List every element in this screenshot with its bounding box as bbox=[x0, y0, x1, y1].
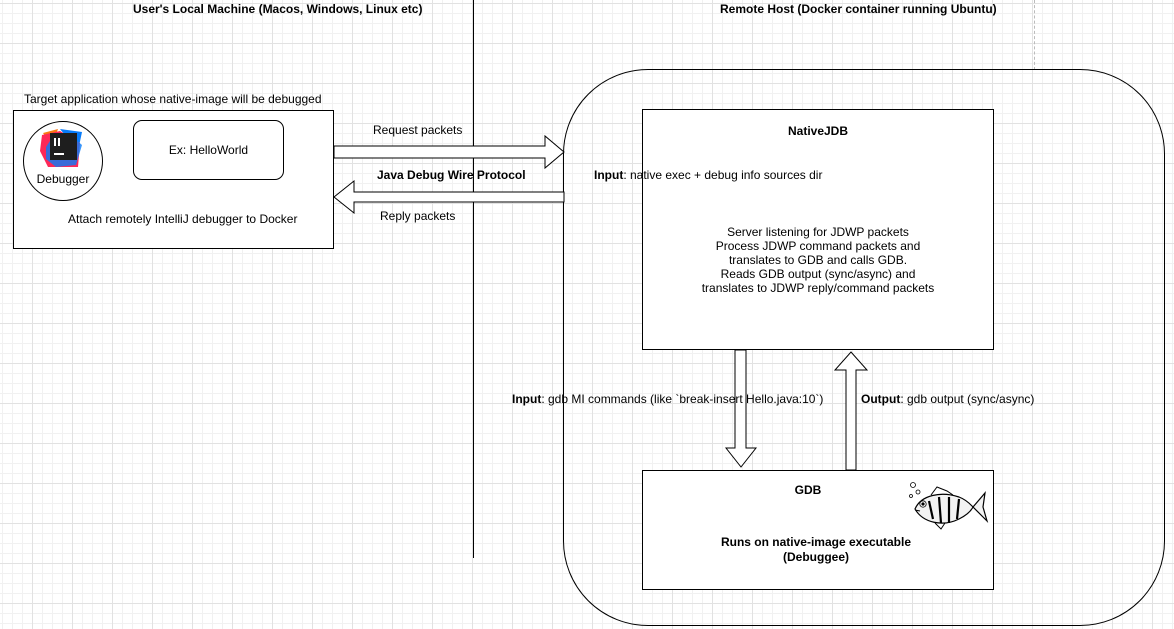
nativejdb-input-label: Input: native exec + debug info sources … bbox=[594, 168, 822, 182]
remote-host-container bbox=[563, 69, 1165, 626]
runs-on-line: (Debuggee) bbox=[783, 550, 849, 564]
debugger-label: Debugger bbox=[36, 172, 90, 186]
gdb-box: GDB Runs on native-image executable (Deb… bbox=[642, 470, 994, 590]
jdwp-protocol-label: Java Debug Wire Protocol bbox=[377, 168, 526, 182]
remote-host-header: Remote Host (Docker container running Ub… bbox=[720, 2, 997, 16]
runs-on-line: Runs on native-image executable bbox=[720, 535, 912, 549]
input-keyword: Input bbox=[512, 392, 542, 406]
nativejdb-description: Server listening for JDWP packets Proces… bbox=[643, 225, 993, 295]
output-keyword: Output bbox=[861, 392, 901, 406]
gdb-input-label: Input: gdb MI commands (like `break-inse… bbox=[512, 392, 823, 406]
description-line: Reads GDB output (sync/async) and bbox=[720, 267, 916, 281]
nativejdb-box: NativeJDB Server listening for JDWP pack… bbox=[642, 109, 994, 350]
reply-packets-label: Reply packets bbox=[380, 209, 456, 223]
hello-world-app-box[interactable]: Ex: HelloWorld bbox=[133, 120, 284, 180]
input-description: : native exec + debug info sources dir bbox=[623, 168, 823, 182]
local-machine-header: User's Local Machine (Macos, Windows, Li… bbox=[133, 2, 423, 16]
debugger-node[interactable]: Debugger bbox=[23, 121, 103, 201]
description-line: translates to GDB and calls GDB. bbox=[728, 253, 908, 267]
gdb-output-label: Output: gdb output (sync/async) bbox=[861, 392, 1034, 406]
description-line: translates to JDWP reply/command packets bbox=[701, 281, 935, 295]
description-line: Server listening for JDWP packets bbox=[727, 225, 909, 239]
input-keyword: Input bbox=[594, 168, 624, 182]
app-label: Ex: HelloWorld bbox=[168, 143, 249, 157]
request-arrow bbox=[333, 134, 565, 170]
input-description: : gdb MI commands (like `break-insert He… bbox=[541, 392, 824, 406]
divider-line bbox=[473, 0, 474, 558]
dashed-guide-line bbox=[1034, 0, 1035, 70]
gdb-archer-fish-icon bbox=[907, 479, 989, 531]
nativejdb-title: NativeJDB bbox=[787, 124, 849, 138]
description-line: Process JDWP command packets and bbox=[715, 239, 921, 253]
request-packets-label: Request packets bbox=[373, 123, 463, 137]
gdb-title: GDB bbox=[794, 483, 822, 497]
target-application-label: Target application whose native-image wi… bbox=[24, 92, 322, 106]
output-description: : gdb output (sync/async) bbox=[900, 392, 1035, 406]
gdb-runs-on-label: Runs on native-image executable (Debugge… bbox=[643, 535, 989, 565]
intellij-logo-icon bbox=[38, 129, 88, 169]
attach-debugger-label: Attach remotely IntelliJ debugger to Doc… bbox=[68, 212, 298, 226]
